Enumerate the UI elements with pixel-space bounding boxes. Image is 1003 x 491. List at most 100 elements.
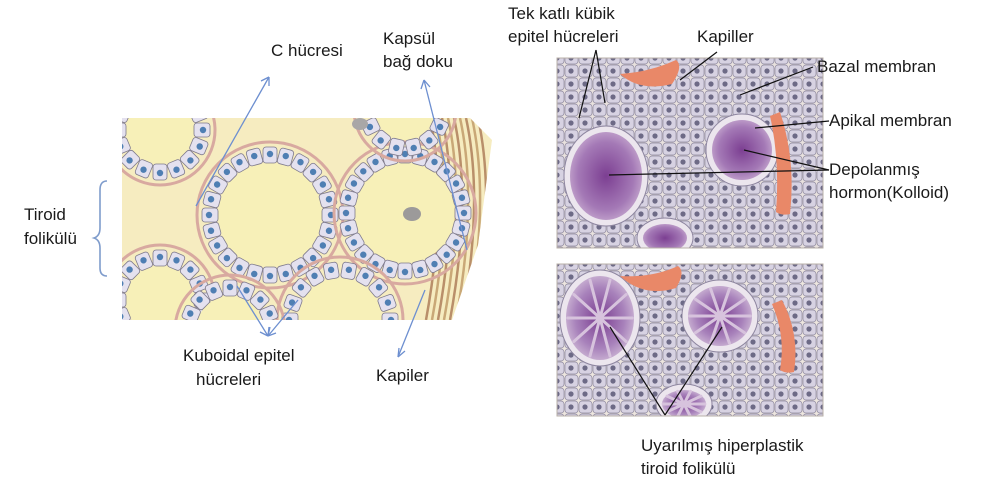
cell-nucleus	[652, 159, 657, 164]
cell-nucleus	[666, 326, 671, 331]
cell-nucleus	[778, 378, 783, 383]
cell-nucleus	[750, 94, 755, 99]
cell-nucleus	[806, 146, 811, 151]
cell-nucleus	[310, 360, 319, 369]
cell-nucleus	[722, 237, 727, 242]
cell-nucleus	[680, 287, 685, 292]
cell-body	[377, 328, 397, 347]
cell-nucleus	[694, 107, 699, 112]
basal-membrane-label: Bazal membran	[817, 57, 936, 77]
cell-body	[153, 80, 167, 96]
cuboidal-cell	[263, 267, 277, 283]
cell-nucleus	[114, 297, 120, 303]
cuboidal-cell	[134, 329, 153, 349]
cell-nucleus	[750, 81, 755, 86]
cell-nucleus	[624, 68, 629, 73]
cell-nucleus	[764, 185, 769, 190]
cell-nucleus	[694, 274, 699, 279]
capillaries-label: Kapiller	[697, 27, 754, 47]
cell-nucleus	[792, 237, 797, 242]
cell-nucleus	[461, 210, 467, 216]
cell-nucleus	[708, 237, 713, 242]
cell-body	[305, 353, 325, 374]
cell-nucleus	[582, 68, 587, 73]
cell-nucleus	[806, 133, 811, 138]
cuboidal-label-line2: hücreleri	[196, 370, 261, 390]
epithelial-cell	[565, 247, 578, 259]
cell-nucleus	[764, 107, 769, 112]
cuboidal-cell	[179, 90, 200, 111]
cell-nucleus	[778, 250, 783, 255]
cuboidal-cell	[435, 103, 451, 117]
cell-nucleus	[363, 107, 369, 113]
cuboidal-cell	[180, 323, 196, 337]
cuboidal-cell	[263, 147, 277, 163]
cell-nucleus	[736, 211, 741, 216]
cell-nucleus	[652, 339, 657, 344]
cuboidal-cell	[153, 164, 167, 180]
cell-nucleus	[750, 68, 755, 73]
cell-nucleus	[624, 94, 629, 99]
cell-nucleus	[722, 81, 727, 86]
cell-nucleus	[764, 378, 769, 383]
cell-nucleus	[638, 133, 643, 138]
cell-nucleus	[345, 366, 352, 373]
cell-nucleus	[652, 326, 657, 331]
colloid	[218, 163, 322, 267]
epithelial-cell	[803, 247, 816, 259]
resting-follicle-illustration	[551, 52, 830, 259]
cell-nucleus	[610, 120, 615, 125]
capillary-label-left: Kapiler	[376, 366, 429, 386]
cuboidal-cell	[120, 90, 141, 111]
cell-nucleus	[792, 404, 797, 409]
cell-nucleus	[139, 336, 147, 344]
cell-body	[179, 319, 200, 340]
cell-nucleus	[582, 224, 587, 229]
cell-body	[283, 328, 303, 347]
cell-nucleus	[750, 391, 755, 396]
cell-nucleus	[680, 352, 685, 357]
cuboidal-cell	[429, 84, 449, 104]
cell-nucleus	[694, 94, 699, 99]
cell-nucleus	[708, 250, 713, 255]
cell-nucleus	[694, 224, 699, 229]
cell-nucleus	[764, 365, 769, 370]
cell-nucleus	[792, 81, 797, 86]
c-cell-label: C hücresi	[271, 41, 343, 61]
cell-nucleus	[792, 198, 797, 203]
cell-nucleus	[708, 417, 713, 422]
cuboidal-cell	[355, 353, 375, 374]
cuboidal-cell	[305, 353, 325, 374]
epithelial-cell	[607, 247, 620, 259]
cell-nucleus	[157, 254, 163, 260]
stored-hormone-label-line2: hormon(Kolloid)	[829, 183, 949, 203]
cell-nucleus	[172, 336, 180, 344]
cell-body	[340, 360, 357, 378]
simple-cuboidal-label-line2: epitel hücreleri	[508, 27, 619, 47]
cuboidal-cell	[223, 280, 237, 296]
cell-nucleus	[624, 224, 629, 229]
cell-nucleus	[722, 185, 727, 190]
cuboidal-cell	[179, 319, 200, 340]
cell-body	[323, 360, 340, 378]
cell-nucleus	[722, 352, 727, 357]
cell-nucleus	[568, 404, 573, 409]
cell-nucleus	[778, 237, 783, 242]
cell-nucleus	[666, 107, 671, 112]
cell-nucleus	[652, 211, 657, 216]
cell-nucleus	[680, 250, 685, 255]
cell-nucleus	[596, 81, 601, 86]
cell-nucleus	[736, 250, 741, 255]
cell-nucleus	[792, 287, 797, 292]
cell-nucleus	[750, 352, 755, 357]
cell-nucleus	[722, 274, 727, 279]
apical-membrane-label: Apikal membran	[829, 111, 952, 131]
cell-nucleus	[638, 94, 643, 99]
cell-nucleus	[750, 237, 755, 242]
cell-nucleus	[327, 366, 334, 373]
cell-nucleus	[582, 107, 587, 112]
cell-nucleus	[610, 237, 615, 242]
cell-nucleus	[680, 185, 685, 190]
cell-nucleus	[666, 313, 671, 318]
cell-nucleus	[722, 211, 727, 216]
